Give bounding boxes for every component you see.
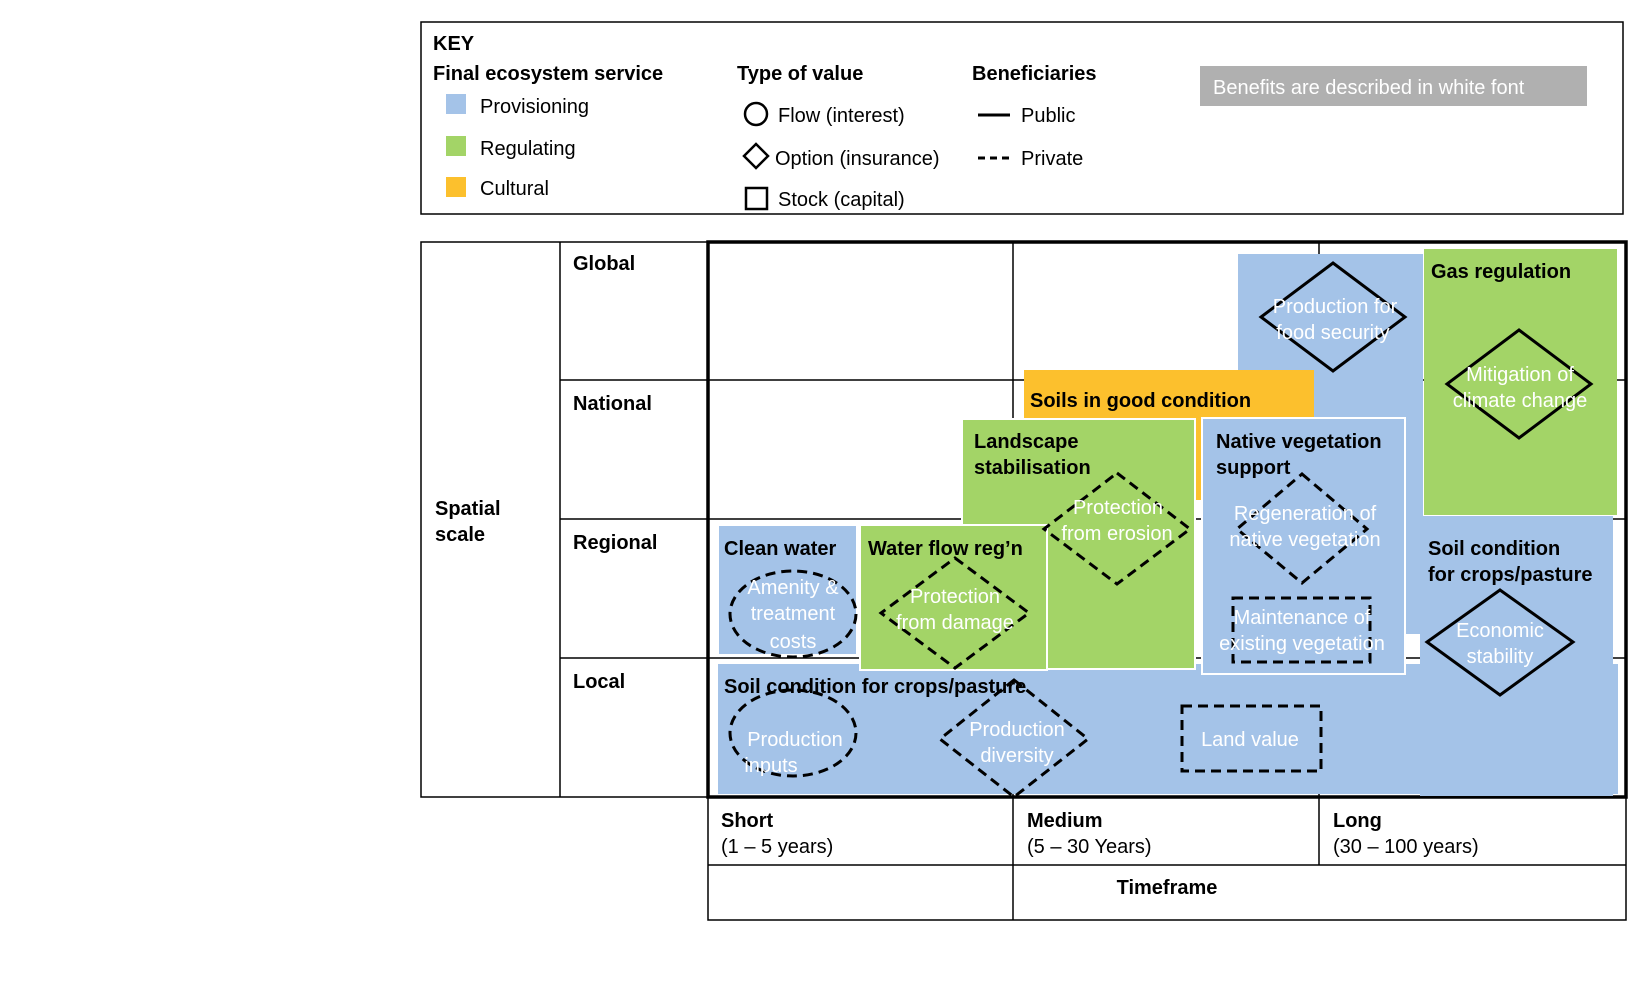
flow-circle-icon <box>743 101 769 127</box>
native-veg-block <box>1201 417 1406 675</box>
production-diversity-text-2: diversity <box>980 745 1053 767</box>
level-national: National <box>573 393 652 415</box>
amenity-text-2: treatment <box>751 603 836 625</box>
climate-diamond <box>1444 328 1594 440</box>
land-value-square <box>1180 704 1323 773</box>
land-value-text: Land value <box>1201 729 1299 751</box>
time-long-range: (30 – 100 years) <box>1333 836 1479 858</box>
production-inputs-text-2: inputs <box>744 755 797 777</box>
private-label: Private <box>1021 148 1083 170</box>
service-heading: Final ecosystem service <box>433 63 663 85</box>
climate-text-1: Mitigation of <box>1466 364 1574 386</box>
option-diamond-icon <box>742 142 770 170</box>
protection-damage-text-2: from damage <box>896 612 1014 634</box>
food-security-text-2: food security <box>1276 322 1389 344</box>
chart-area-border <box>706 240 1628 799</box>
maintenance-square <box>1231 596 1372 664</box>
protection-damage-diamond <box>878 556 1032 670</box>
regeneration-text-1: Regeneration of <box>1234 503 1377 525</box>
native-veg-title-2: support <box>1216 457 1291 479</box>
level-local: Local <box>573 671 625 693</box>
time-medium-range: (5 – 30 Years) <box>1027 836 1152 858</box>
native-veg-title-1: Native vegetation <box>1216 431 1382 453</box>
key-title: KEY <box>433 33 475 55</box>
beneficiary-heading: Beneficiaries <box>972 63 1097 85</box>
cultural-swatch <box>446 177 466 197</box>
maintenance-text-2: existing vegetation <box>1219 633 1385 655</box>
protection-erosion-text-2: from erosion <box>1061 523 1172 545</box>
level-global: Global <box>573 253 635 275</box>
soil-long-title-1: Soil condition <box>1428 538 1560 560</box>
spatial-label-line1: Spatial <box>435 498 501 520</box>
value-heading: Type of value <box>737 63 863 85</box>
timeframe-label: Timeframe <box>1117 877 1218 899</box>
clean-water-title: Clean water <box>724 538 836 560</box>
cultural-label: Cultural <box>480 178 549 200</box>
regeneration-text-2: native vegetation <box>1229 529 1380 551</box>
key-border <box>420 21 1624 215</box>
food-security-diamond <box>1258 261 1408 373</box>
water-flow-block <box>859 524 1048 671</box>
time-long: Long <box>1333 810 1382 832</box>
regulating-swatch <box>446 136 466 156</box>
gas-regulation-title: Gas regulation <box>1431 261 1571 283</box>
provisioning-label: Provisioning <box>480 96 589 118</box>
provisioning-swatch <box>446 94 466 114</box>
economic-stability-text-1: Economic <box>1456 620 1544 642</box>
production-inputs-circle <box>728 688 858 778</box>
gas-regulation-block <box>1424 249 1617 515</box>
food-security-text-1: Production for <box>1273 296 1398 318</box>
level-regional: Regional <box>573 532 657 554</box>
amenity-circle <box>728 569 858 659</box>
production-inputs-text-1: Production <box>747 729 843 751</box>
soil-local-title: Soil condition for crops/pasture <box>724 676 1026 698</box>
key-panel: KEY Final ecosystem service Provisioning… <box>420 21 1624 215</box>
public-label: Public <box>1021 105 1075 127</box>
regeneration-diamond <box>1234 472 1370 585</box>
soils-good-title: Soils in good condition <box>1030 390 1251 412</box>
stock-square-icon <box>744 186 769 211</box>
protection-damage-text-1: Protection <box>910 586 1000 608</box>
water-flow-title: Water flow reg’n <box>868 538 1023 560</box>
economic-stability-text-2: stability <box>1467 646 1534 668</box>
production-diversity-text-1: Production <box>969 719 1065 741</box>
time-medium: Medium <box>1027 810 1103 832</box>
protection-erosion-diamond <box>1041 471 1193 586</box>
time-short-range: (1 – 5 years) <box>721 836 833 858</box>
soil-local-block <box>718 664 1618 794</box>
flow-label: Flow (interest) <box>778 105 905 127</box>
stock-label: Stock (capital) <box>778 189 905 211</box>
economic-stability-diamond <box>1424 588 1576 697</box>
note-text: Benefits are described in white font <box>1213 77 1525 99</box>
spatial-axis: Spatial scale Global National Regional L… <box>435 253 657 693</box>
note-box <box>1200 66 1587 106</box>
landscape-title-2: stabilisation <box>974 457 1091 479</box>
option-label: Option (insurance) <box>775 148 940 170</box>
landscape-title-1: Landscape <box>974 431 1078 453</box>
amenity-text-1: Amenity & <box>747 577 839 599</box>
maintenance-text-1: Maintenance of <box>1234 607 1371 629</box>
protection-erosion-text-1: Protection <box>1073 497 1163 519</box>
spatial-label-line2: scale <box>435 524 485 546</box>
climate-text-2: climate change <box>1453 390 1588 412</box>
regulating-label: Regulating <box>480 138 576 160</box>
amenity-text-3: costs <box>770 631 817 653</box>
time-axis: Short (1 – 5 years) Medium (5 – 30 Years… <box>721 810 1479 899</box>
soil-long-title-2: for crops/pasture <box>1428 564 1592 586</box>
time-short: Short <box>721 810 774 832</box>
